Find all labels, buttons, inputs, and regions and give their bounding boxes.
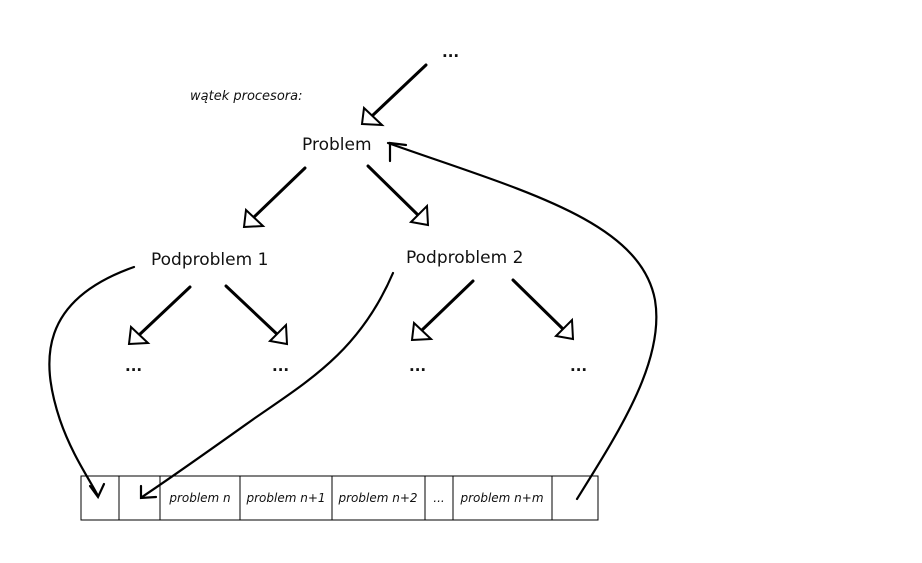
subproblem-2-node: Podproblem 2 — [406, 248, 523, 268]
queue-cell-label: ... — [433, 491, 444, 505]
queue-cell-label: problem n+1 — [245, 491, 325, 505]
top-ellipsis: ... — [442, 43, 459, 61]
arrow-sub2-to-leaf4 — [511, 278, 575, 341]
queue-cell-label: problem n — [168, 491, 230, 505]
curve-sub2-to-queue-cell-2 — [139, 271, 395, 500]
problem-node: Problem — [302, 135, 372, 155]
leaf-ellipsis-4: ... — [570, 357, 587, 375]
task-queue: problem n problem n+1 problem n+2 ... pr… — [80, 475, 599, 521]
queue-cell — [551, 475, 599, 521]
arrow-sub1-to-leaf1 — [127, 285, 192, 346]
queue-cell-label: problem n+m — [459, 491, 543, 505]
leaf-ellipsis-2: ... — [272, 357, 289, 375]
arrow-problem-to-sub2 — [366, 164, 430, 227]
curve-sub1-to-queue-cell-1 — [48, 265, 136, 500]
queue-cell — [239, 475, 333, 521]
leaf-ellipsis-3: ... — [409, 357, 426, 375]
queue-cell — [452, 475, 553, 521]
arrow-problem-to-sub1 — [242, 166, 307, 229]
queue-cell — [80, 475, 120, 521]
leaf-ellipsis-1: ... — [125, 357, 142, 375]
subproblem-1-node: Podproblem 1 — [151, 250, 268, 270]
arrow-sub2-to-leaf3 — [410, 279, 475, 342]
curve-queue-end-to-problem — [386, 141, 658, 501]
thread-label: wątek procesora: — [190, 89, 302, 104]
arrow-sub1-to-leaf2 — [224, 284, 289, 346]
arrow-top-to-problem — [360, 63, 428, 127]
queue-cell-label: problem n+2 — [337, 491, 417, 505]
